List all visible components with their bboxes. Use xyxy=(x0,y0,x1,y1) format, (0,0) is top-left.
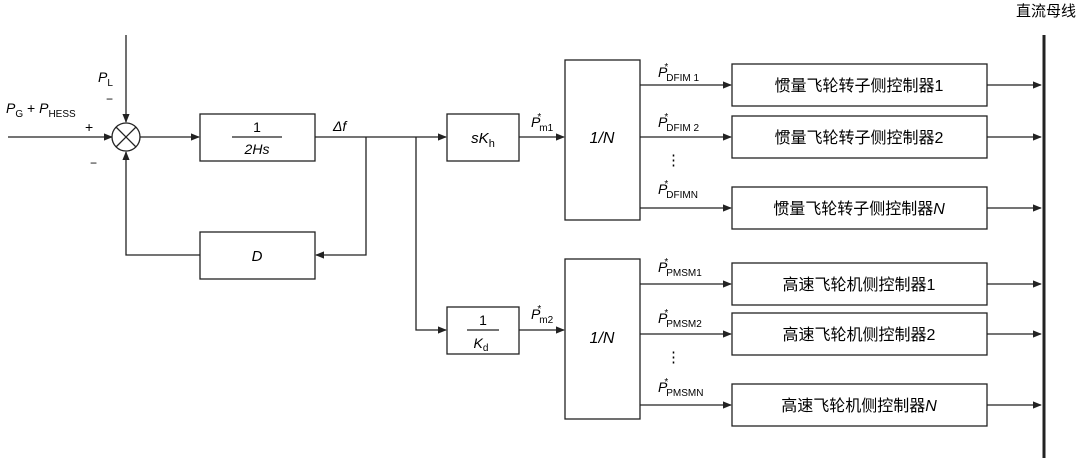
inertia-numerator: 1 xyxy=(253,119,261,135)
input-pg-phess-label: PG + PHESS xyxy=(6,100,76,120)
pmsm1-signal-label: P*PMSM1 xyxy=(658,257,702,279)
pm2-label: P*m2 xyxy=(531,304,554,326)
sign-minus-top: − xyxy=(106,92,113,106)
sign-minus-bottom: − xyxy=(90,156,97,170)
dfim-ellipsis: ⋮ xyxy=(666,152,681,169)
dc-bus-label: 直流母线 xyxy=(1016,2,1076,20)
pmsm-controller-1-label: 高速飞轮机侧控制器1 xyxy=(783,275,936,294)
skh-label: sKh xyxy=(471,130,495,150)
sign-plus: + xyxy=(85,119,93,135)
summing-junction xyxy=(111,122,141,152)
kd-numerator: 1 xyxy=(479,312,487,328)
kd-denominator: Kd xyxy=(474,335,489,354)
damping-label: D xyxy=(252,248,263,265)
pmsm2-signal-label: P*PMSM2 xyxy=(658,308,702,330)
dfim-controller-n-label: 惯量飞轮转子侧控制器N xyxy=(773,199,945,218)
divider-block-upper xyxy=(564,59,641,221)
pmsmn-signal-label: P*PMSMN xyxy=(658,377,703,399)
feedback-to-damping-arrow xyxy=(315,137,367,259)
divider-lower-label: 1/N xyxy=(590,330,615,347)
pm1-label: P*m1 xyxy=(531,112,554,134)
dfim-controller-n xyxy=(731,186,988,230)
divider-upper-label: 1/N xyxy=(590,130,615,147)
input-pl-label: PL xyxy=(98,69,113,89)
pmsm-controller-n xyxy=(731,383,988,427)
dfim1-signal-label: P*DFIM 1 xyxy=(658,62,699,84)
damping-to-sum-arrow xyxy=(122,151,200,256)
dfim2-signal-label: P*DFIM 2 xyxy=(658,112,699,134)
damping-block xyxy=(199,231,316,280)
pmsm-ellipsis: ⋮ xyxy=(666,349,681,366)
pmsm-controller-2-label: 高速飞轮机侧控制器2 xyxy=(783,325,936,344)
dfimn-signal-label: P*DFIMN xyxy=(658,179,698,201)
delta-f-label: Δf xyxy=(332,118,348,134)
pmsm-controller-2 xyxy=(731,312,988,356)
divider-block-lower xyxy=(564,258,641,420)
branch-to-kd-arrow xyxy=(415,137,447,334)
pmsm-controller-n-label: 高速飞轮机侧控制器N xyxy=(781,396,937,415)
dfim-controller-2-label: 惯量飞轮转子侧控制器2 xyxy=(775,128,944,147)
inertia-denominator: 2Hs xyxy=(244,141,270,157)
dfim-controller-1-label: 惯量飞轮转子侧控制器1 xyxy=(775,76,944,95)
